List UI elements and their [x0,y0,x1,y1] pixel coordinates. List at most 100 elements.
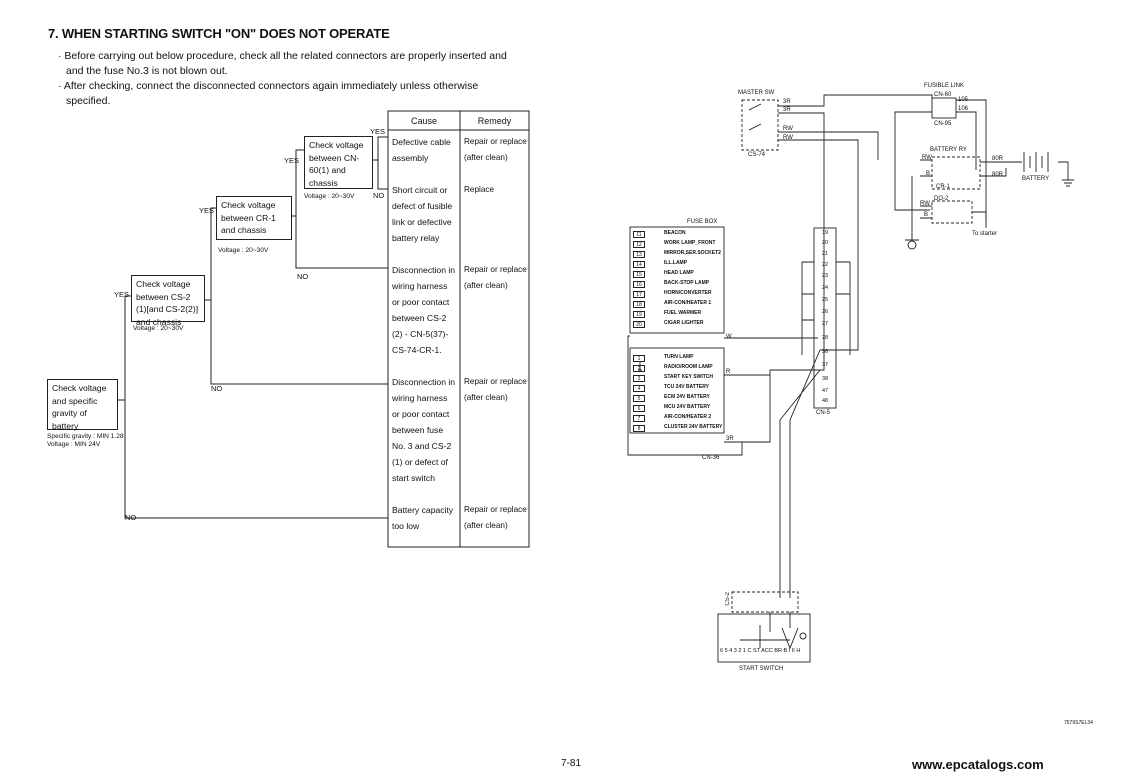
yes-label: YES [199,206,215,215]
fuse-item: WORK LAMP_FRONT [664,240,716,246]
fuse-item: HORN/CONVERTER [664,290,712,296]
fuse-number: 4 [633,385,645,392]
fuse-number: 8 [633,425,645,432]
fuse-item: BACK-STOP LAMP [664,280,710,286]
fuse-number: 7 [633,415,645,422]
cn5-pin: 23 [822,273,829,279]
wire-rw: RW [783,135,793,141]
cause-header: Cause [410,116,437,126]
wire-3r: 3R [783,99,791,105]
fuse-item: CIGAR LIGHTER [664,320,704,326]
cn60-label: CN-60 [934,92,952,98]
fusible-link-label: FUSIBLE LINK [924,83,965,89]
fuse-number: 11 [633,231,645,238]
no-label: NO [297,272,309,281]
yes-label: YES [370,127,386,136]
fuse-item: MIRROR,SER.SOCKET2 [664,250,721,256]
battery-spec-gravity: Specific gravity : MIN 1.28 [47,433,124,440]
fuse-box-label: FUSE BOX [687,219,718,225]
cn5-pin: 36 [822,349,829,355]
fuse-number: 17 [633,291,645,298]
fuse-number: 3 [633,375,645,382]
cn5-pin: 21 [822,251,829,257]
note-line-1: · Before carrying out below procedure, c… [58,50,507,62]
fuse-number: 14 [633,261,645,268]
fuse-item: TURN LAMP [664,354,694,360]
wire-b: B [924,212,929,218]
wire-80r: 80R [992,172,1004,178]
switch-terminal-labels: 6 5 4 3 2 1 C ST ACC BR B I II H [720,648,801,654]
wire-3r: 3R [783,107,791,113]
wire-80r: 80R [992,156,1004,162]
diagram-code: 7579S7EL34 [1064,720,1093,726]
fuse-number: 18 [633,301,645,308]
page-number: 7-81 [561,758,582,769]
cn5-pin: 28 [822,335,829,341]
check-cn60-box: Check voltage between CN-60(1) and chass… [304,136,373,189]
check-cs2-box: Check voltage between CS-2 (1)[and CS-2(… [131,275,205,327]
yes-label: YES [284,156,300,165]
fuse-item: MCU 24V BATTERY [664,404,711,410]
wire-b: B [926,171,931,177]
fuse-item: HEAD LAMP [664,270,694,276]
wire-3r: 3R [726,436,734,442]
check-cr1-box: Check voltage between CR-1 and chassis [216,196,292,240]
cr1-label: CR-1 [936,184,951,190]
wire-105: 105 [958,97,969,103]
fuse-item: TCU 24V BATTERY [664,384,710,390]
wire-w: W [726,334,732,340]
note-line-3: · After checking, connect the disconnect… [58,80,479,92]
remedy-cell: Repair or replace(after clean) [464,265,527,290]
fuse-number: 2 [633,365,645,372]
site-watermark: www.epcatalogs.com [912,757,1044,772]
fuse-number: 19 [633,311,645,318]
cn5-pin: 25 [822,297,829,303]
fuse-number: 6 [633,405,645,412]
wire-rw: RW [920,201,930,207]
wire-rw: RW [922,155,932,161]
fuse-item: AIR-CON/HEATER 2 [664,414,712,420]
cn5-pin: 47 [822,388,829,394]
no-label: NO [211,384,223,393]
note-line-2: and the fuse No.3 is not blown out. [66,65,228,77]
fuse-number: 15 [633,271,645,278]
remedy-cell: Repair or replace(after clean) [464,137,527,162]
cn5-pin: 22 [822,262,829,268]
cn60-voltage-spec: Voltage : 20~30V [304,193,355,200]
cn95-label: CN-95 [934,121,952,127]
cn5-label: CN-5 [816,410,831,416]
cs2-label: CS-2 [725,592,731,606]
start-switch-label: START SWITCH [739,666,784,672]
wire-rw: RW [783,126,793,132]
wire-106: 106 [958,106,969,112]
do2-label: DO-2 [934,196,949,202]
fuse-item: CLUSTER 24V BATTERY [664,424,723,430]
fuse-number: 16 [633,281,645,288]
cs2-voltage-spec: Voltage : 20~30V [133,325,184,332]
remedy-cell: Repair or replace(after clean) [464,377,527,402]
remedy-cell: Replace [464,185,495,194]
master-sw-label: MASTER SW [738,90,775,96]
fuse-number: 12 [633,241,645,248]
note-line-4: specified. [66,95,111,107]
no-label: NO [373,191,385,200]
wire-r: R [726,369,731,375]
cn5-pin: 20 [822,240,829,246]
fuse-item: RADIO/ROOM LAMP [664,364,713,370]
cn5-pin: 48 [822,398,829,404]
fuse-item: AIR-CON/HEATER 1 [664,300,712,306]
cr1-voltage-spec: Voltage : 20~30V [218,247,269,254]
cn5-pin: 19 [822,230,829,236]
fuse-number: 20 [633,321,645,328]
cs74-label: CS-74 [748,152,766,158]
battery-label: BATTERY [1022,176,1050,182]
to-starter-label: To starter [972,231,998,237]
cn36-label: CN-36 [702,455,720,461]
remedy-cell: Repair or replace(after clean) [464,505,527,530]
cn5-pin: 37 [822,362,829,368]
